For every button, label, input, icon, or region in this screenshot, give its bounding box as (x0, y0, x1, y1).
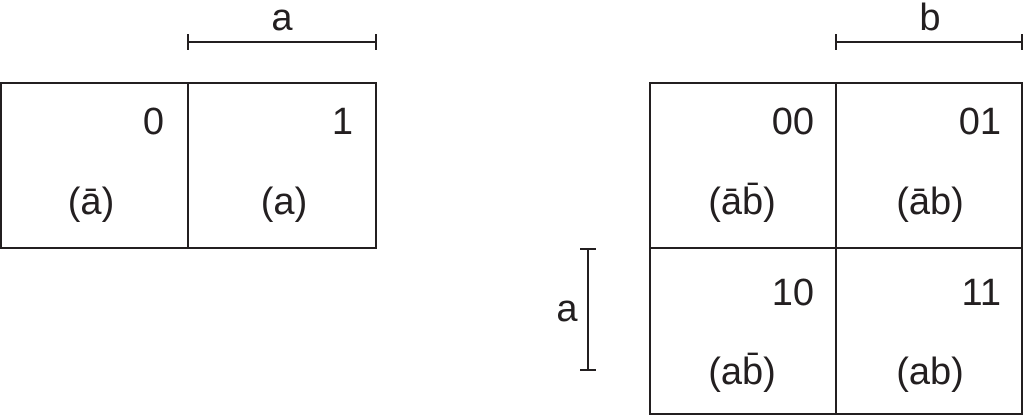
map-cell-00: 00 (āb̄) (708, 101, 814, 223)
minterm-var1: ā (721, 181, 743, 223)
row-variable-bracket: a (556, 248, 596, 371)
minterm-close-paren: ) (951, 351, 964, 393)
minterm-close-paren: ) (102, 181, 115, 223)
minterm-label: (ā) (68, 181, 114, 223)
minterm-close-paren: ) (951, 181, 964, 223)
map-cell-1: 1 (a) (261, 101, 353, 223)
cell-index: 10 (772, 272, 814, 314)
minterm-open-paren: ( (261, 181, 274, 223)
cell-index: 00 (772, 101, 814, 143)
minterm-var1: ā (909, 181, 931, 223)
cell-index: 0 (143, 101, 164, 143)
minterm-open-paren: ( (708, 351, 721, 393)
minterm-var2: b (930, 181, 951, 223)
minterm-close-paren: ) (763, 181, 776, 223)
minterm-var1: a (721, 351, 743, 393)
map-cell-0: 0 (ā) (68, 101, 164, 223)
minterm-open-paren: ( (68, 181, 81, 223)
column-variable-bracket: b (835, 0, 1023, 50)
minterm-open-paren: ( (896, 181, 909, 223)
minterm-open-paren: ( (896, 351, 909, 393)
cell-index: 1 (332, 101, 353, 143)
minterm-label: (a) (261, 181, 307, 223)
minterm-open-paren: ( (708, 181, 721, 223)
karnaugh-map-1var: a 0 (ā) 1 (a) (0, 0, 377, 249)
minterm-var2: b̄ (742, 351, 763, 393)
row-variable-label: a (556, 288, 578, 330)
map-cell-10: 10 (ab̄) (708, 272, 814, 393)
minterm-close-paren: ) (763, 351, 776, 393)
cell-index: 01 (959, 101, 1001, 143)
minterm-var1: a (273, 181, 295, 223)
minterm-var2: b (930, 351, 951, 393)
column-variable-label: b (919, 0, 940, 39)
map-cell-11: 11 (ab) (896, 272, 1001, 393)
map-cell-01: 01 (āb) (896, 101, 1001, 223)
minterm-label: (āb) (896, 181, 964, 223)
column-variable-bracket: a (187, 0, 377, 50)
column-variable-label: a (271, 0, 293, 39)
minterm-var2: b̄ (742, 181, 763, 223)
minterm-label: (ab) (896, 351, 964, 393)
minterm-close-paren: ) (295, 181, 308, 223)
cell-index: 11 (962, 272, 1001, 314)
karnaugh-map-2var: b a 00 (āb̄) 01 (āb) 10 (ab̄) (556, 0, 1023, 415)
minterm-label: (ab̄) (708, 351, 776, 393)
minterm-label: (āb̄) (708, 181, 776, 223)
minterm-var1: ā (80, 181, 102, 223)
minterm-var1: a (909, 351, 931, 393)
